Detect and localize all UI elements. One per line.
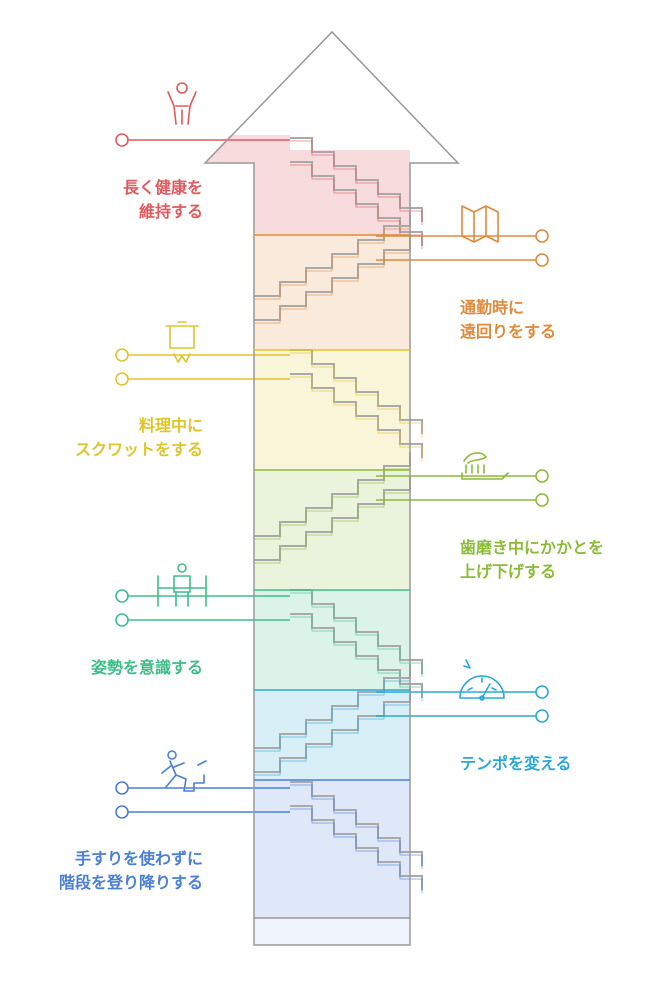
label-line: 手すりを使わずに bbox=[74, 849, 203, 868]
person-arms-up-icon bbox=[167, 82, 197, 125]
stair-shadow-detour-commute bbox=[254, 239, 411, 324]
person-climbing-stairs-icon bbox=[161, 750, 207, 792]
stair-shadow-tempo bbox=[254, 691, 411, 776]
arrow-base bbox=[254, 918, 410, 945]
connector-dot-detour-commute bbox=[535, 229, 549, 243]
connector-dot-squat-cooking bbox=[115, 372, 129, 386]
person-posture-icon bbox=[157, 563, 207, 607]
label-line: 歯磨き中にかかとを bbox=[460, 538, 605, 557]
label-line: 階段を登り降りする bbox=[58, 873, 203, 892]
stair-shadow-heel-raise bbox=[254, 479, 411, 564]
stair-line-tempo bbox=[254, 664, 411, 749]
label-line: 上げ下げする bbox=[460, 562, 557, 581]
stair-shadow-live-long bbox=[290, 140, 423, 225]
label-line: スクワットをする bbox=[74, 440, 203, 459]
stair-shadow-squat-cooking bbox=[290, 352, 423, 437]
speedometer-icon bbox=[459, 659, 505, 701]
label-heel-raise: 歯磨き中にかかとを上げ下げする bbox=[460, 536, 604, 584]
label-line: 姿勢を意識する bbox=[90, 658, 203, 677]
connector-dot-live-long bbox=[115, 133, 129, 147]
band-live-long bbox=[205, 135, 410, 235]
connector-dot-detour-commute bbox=[535, 253, 549, 267]
label-line: 長く健康を bbox=[122, 178, 203, 197]
label-posture: 姿勢を意識する bbox=[91, 656, 203, 680]
label-line: 料理中に bbox=[138, 416, 203, 435]
folded-map-icon bbox=[461, 205, 499, 243]
stair-line-tempo bbox=[254, 688, 411, 773]
band-squat-cooking bbox=[254, 350, 410, 470]
stair-line-heel-raise bbox=[254, 476, 411, 561]
stair-shadow-stairs bbox=[290, 784, 423, 869]
stair-shadow-heel-raise bbox=[254, 455, 411, 540]
label-squat-cooking: 料理中にスクワットをする bbox=[75, 414, 203, 462]
label-detour-commute: 通勤時に遠回りをする bbox=[460, 296, 556, 344]
connector-dot-posture bbox=[115, 589, 129, 603]
stair-line-heel-raise bbox=[254, 452, 411, 537]
connector-dot-squat-cooking bbox=[115, 348, 129, 362]
connector-dot-posture bbox=[115, 613, 129, 627]
connector-dot-stairs bbox=[115, 805, 129, 819]
cooking-pot-icon bbox=[165, 321, 199, 363]
toothbrush-icon bbox=[461, 452, 509, 480]
label-stairs: 手すりを使わずに階段を登り降りする bbox=[59, 847, 203, 895]
arrow-outline bbox=[203, 30, 460, 946]
label-line: テンポを変える bbox=[460, 754, 572, 773]
stair-shadow-detour-commute bbox=[254, 215, 411, 300]
stair-line-detour-commute bbox=[254, 212, 411, 297]
stair-shadow-posture bbox=[290, 616, 423, 701]
stair-line-detour-commute bbox=[254, 236, 411, 321]
stair-shadow-tempo bbox=[254, 667, 411, 752]
label-line: 維持する bbox=[138, 202, 203, 221]
connector-dot-tempo bbox=[535, 685, 549, 699]
connector-dot-tempo bbox=[535, 709, 549, 723]
connector-dot-heel-raise bbox=[535, 469, 549, 483]
label-line: 通勤時に bbox=[460, 298, 525, 317]
label-live-long: 長く健康を維持する bbox=[123, 176, 203, 224]
stair-shadow-squat-cooking bbox=[290, 376, 423, 461]
label-tempo: テンポを変える bbox=[460, 752, 572, 776]
stair-shadow-posture bbox=[290, 592, 423, 677]
connector-dot-stairs bbox=[115, 781, 129, 795]
label-line: 遠回りをする bbox=[460, 322, 557, 341]
stair-shadow-stairs bbox=[290, 808, 423, 893]
connector-dot-heel-raise bbox=[535, 493, 549, 507]
